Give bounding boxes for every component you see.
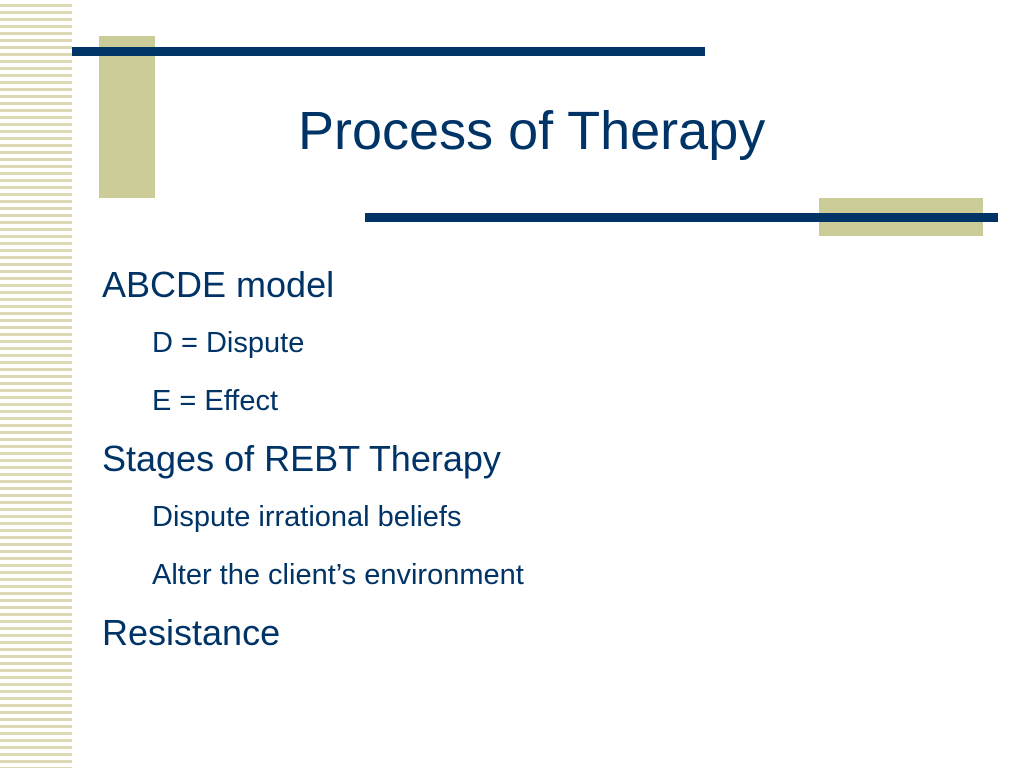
bullet-item: Stages of REBT Therapy — [102, 438, 501, 479]
slide-title: Process of Therapy — [298, 101, 766, 161]
decorative-stripe-band — [0, 0, 72, 768]
accent-block-top-left — [99, 36, 155, 198]
title-rule-top — [72, 47, 705, 56]
sub-bullet-item: Alter the client’s environment — [152, 559, 524, 591]
bullet-item: Resistance — [102, 612, 281, 653]
sub-bullet-item: E = Effect — [152, 385, 279, 417]
sub-bullet-item: Dispute irrational beliefs — [152, 501, 462, 533]
title-rule-bottom — [365, 213, 998, 222]
sub-bullet-item: D = Dispute — [152, 327, 305, 359]
bullet-list: ABCDE model D = Dispute E = Effect Stage… — [102, 256, 524, 662]
bullet-item: ABCDE model — [102, 264, 335, 305]
